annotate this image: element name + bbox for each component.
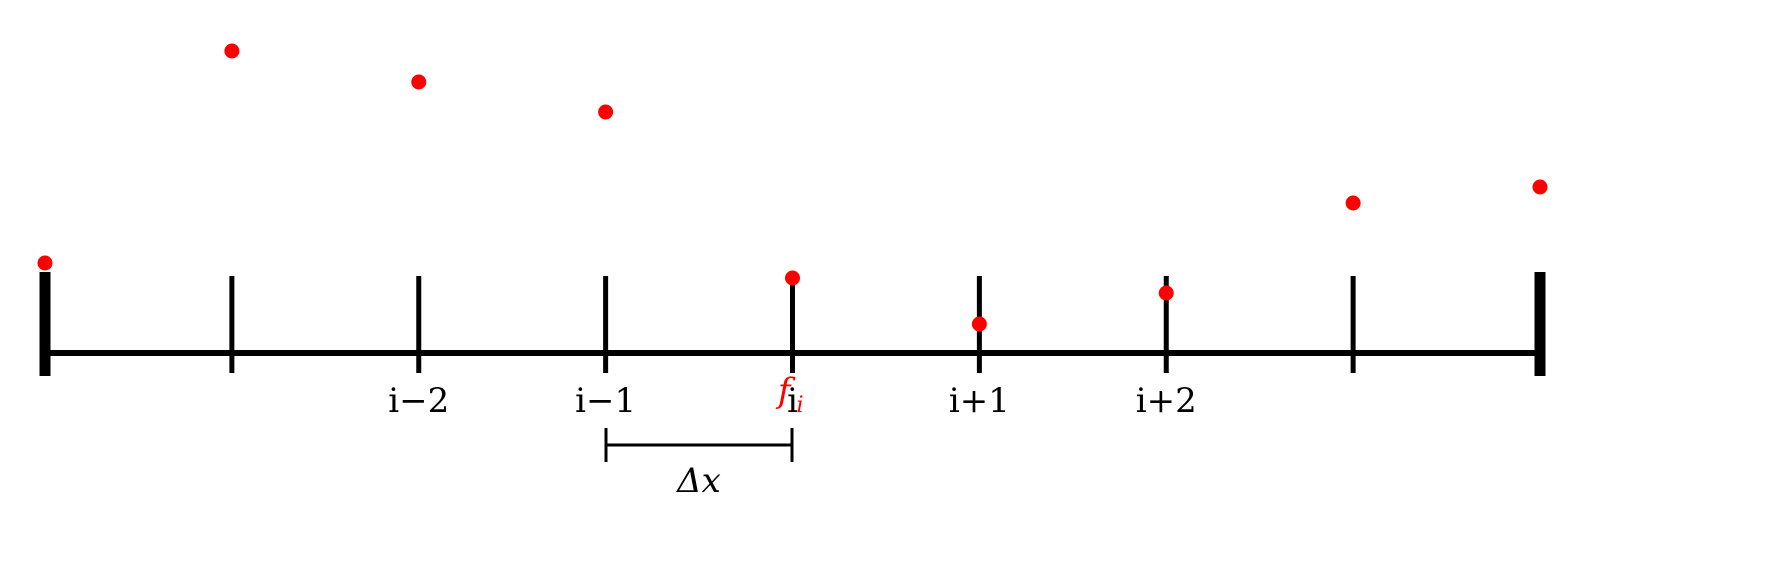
node-label: i+2 bbox=[1136, 381, 1197, 421]
sample-point bbox=[785, 270, 800, 286]
sample-point bbox=[598, 104, 614, 120]
spacing-bracket bbox=[604, 428, 794, 462]
highlight-subscript: i bbox=[797, 393, 804, 418]
node-label: i−1 bbox=[575, 381, 636, 421]
sample-point bbox=[224, 43, 240, 59]
sample-point bbox=[971, 316, 987, 332]
node-label: i+1 bbox=[949, 381, 1010, 421]
node-label: i−2 bbox=[388, 381, 449, 421]
node-label: i bbox=[787, 381, 798, 421]
spacing-label: Δx bbox=[675, 461, 721, 501]
sample-point bbox=[1158, 285, 1174, 301]
sample-point bbox=[1345, 195, 1361, 211]
sample-point bbox=[37, 255, 53, 271]
sample-point bbox=[1532, 179, 1548, 195]
sample-point bbox=[411, 74, 427, 90]
